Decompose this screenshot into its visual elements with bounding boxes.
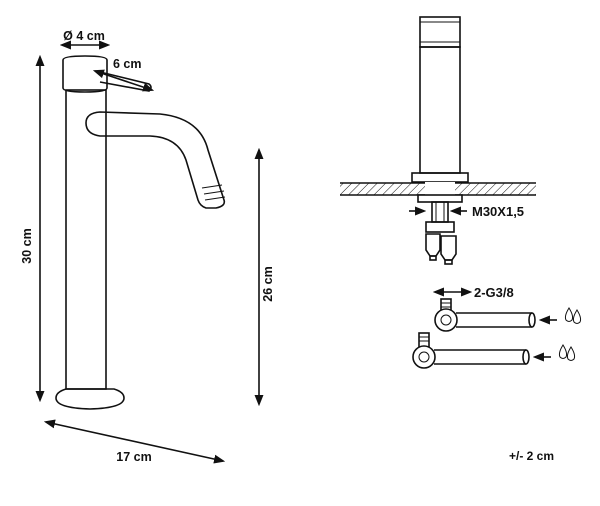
installation-view: M30X1,5 2-G3/8 [340, 16, 582, 369]
hose-assembly-upper: 2-G3/8 [432, 285, 536, 332]
faucet-cap [62, 55, 108, 93]
water-drops-icon [564, 307, 582, 324]
diameter-label: Ø 4 cm [63, 29, 105, 43]
hose-connector-right [440, 235, 457, 261]
tolerance-note: +/- 2 cm [509, 449, 554, 463]
faucet-spout [85, 111, 226, 209]
dimension-mount-thread: M30X1,5 [409, 204, 524, 219]
lower-nut [425, 221, 455, 233]
dimension-total-height: 30 cm [20, 54, 45, 403]
installed-faucet-flange [411, 172, 469, 183]
installed-faucet-body [419, 46, 461, 174]
dimension-diameter: Ø 4 cm [59, 29, 111, 50]
hose-nut-upper [434, 308, 458, 332]
dimension-spout-height: 26 cm [254, 147, 275, 407]
mounting-rod [431, 201, 449, 223]
countertop [340, 182, 536, 196]
hose-assembly-lower [412, 332, 530, 369]
dimension-spout-reach: 17 cm [43, 419, 226, 464]
mounting-nut [417, 194, 463, 203]
hose-nut-lower [412, 345, 436, 369]
spout-reach-label: 17 cm [116, 450, 151, 464]
water-drops-icon [558, 344, 576, 361]
spout-height-label: 26 cm [261, 266, 275, 301]
handle-length-label: 6 cm [113, 57, 142, 71]
faucet-body [65, 89, 107, 390]
total-height-label: 30 cm [20, 228, 34, 263]
faucet-base [55, 388, 125, 410]
hose-connector-left [425, 233, 441, 257]
dimension-handle-length: 6 cm [92, 57, 155, 92]
hose-connection-label: 2-G3/8 [474, 285, 514, 300]
mount-thread-label: M30X1,5 [472, 204, 524, 219]
faucet-side-view [55, 55, 226, 410]
